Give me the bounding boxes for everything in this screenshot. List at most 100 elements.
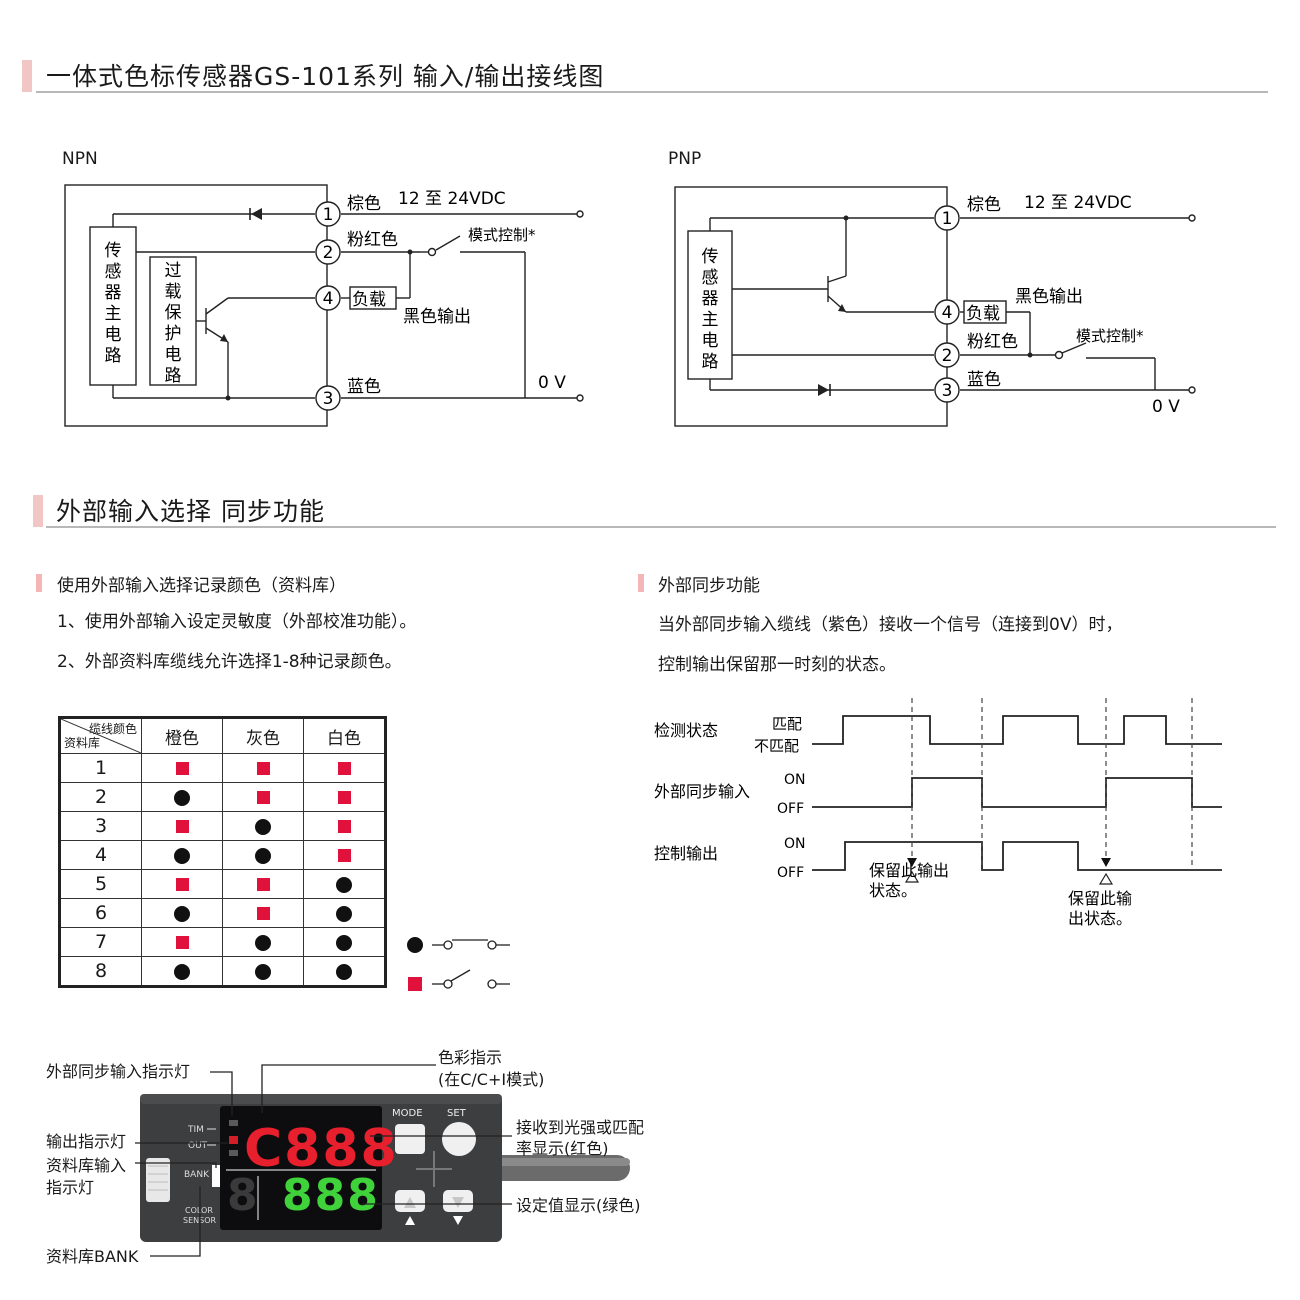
npn-blue: 蓝色: [347, 377, 381, 397]
bank-line2: 2、外部资料库缆线允许选择1-8种记录颜色。: [57, 652, 402, 672]
closed-marker: [255, 818, 271, 835]
npn-brown: 棕色: [347, 194, 381, 214]
callout-bank-btn: 资料库BANK: [46, 1247, 139, 1266]
timing-diagram: 检测状态 匹配 不匹配 外部同步输入 ON OFF 控制输出 ON OFF 保留…: [654, 698, 1222, 928]
row1-lo: 不匹配: [754, 737, 799, 755]
bank-number: 8: [59, 956, 142, 987]
row2-on: ON: [784, 772, 806, 788]
closed-marker: [336, 963, 352, 980]
npn-pink: 粉红色: [347, 230, 398, 250]
pnp-brown: 棕色: [967, 195, 1001, 215]
section2-rule: [46, 526, 1276, 528]
callout-ext-sync-led: 外部同步输入指示灯: [46, 1062, 190, 1081]
bank-heading: 使用外部输入选择记录颜色（资料库）: [57, 576, 346, 596]
npn-label: NPN: [62, 149, 98, 169]
device-illustration: C888 8 888 TIM OUT BANK COLOR SENSOR MOD…: [46, 1048, 644, 1266]
callout-color-ind-2: (在C/C+I模式): [438, 1070, 544, 1089]
bank-cell: [222, 869, 304, 899]
bank-number: 7: [59, 927, 142, 957]
bank-cell: [303, 869, 386, 899]
table-row: 4: [59, 840, 386, 870]
color-sensor-1: COLOR: [185, 1206, 213, 1215]
pnp-label: PNP: [668, 149, 702, 169]
bank-cell: [303, 782, 386, 812]
pnp-blue: 蓝色: [967, 370, 1001, 390]
npn-load: 负载: [352, 290, 386, 310]
callout-bank-led-2: 指示灯: [46, 1178, 94, 1197]
table-row: 3: [59, 811, 386, 841]
bank-cell: [303, 898, 386, 928]
open-marker: [175, 936, 189, 949]
npn-pin4: 4: [323, 289, 334, 309]
bank-number: 3: [59, 811, 142, 841]
sync-heading: 外部同步功能: [658, 576, 760, 596]
bank-cell: [222, 782, 304, 812]
mode-button: [395, 1124, 425, 1154]
npn-pin3: 3: [323, 389, 334, 409]
open-marker: [337, 820, 351, 833]
row3-off: OFF: [777, 865, 804, 881]
hold1-line1: 保留此输出: [869, 861, 949, 880]
closed-marker: [174, 789, 190, 806]
bank-cell: [222, 927, 304, 957]
open-marker: [175, 820, 189, 833]
bank-cell: [141, 869, 223, 899]
pnp-pink: 粉红色: [967, 332, 1018, 352]
npn-black-out: 黑色输出: [403, 307, 471, 327]
bank-cell: [222, 811, 304, 841]
out-label: OUT: [188, 1141, 208, 1151]
pnp-pin4: 4: [942, 303, 953, 323]
bank-cell: [141, 811, 223, 841]
closed-marker: [255, 963, 271, 980]
closed-marker: [336, 905, 352, 922]
bank-table-corner: 缆线颜色 资料库: [59, 717, 142, 754]
row3-on: ON: [784, 836, 806, 852]
closed-marker: [255, 934, 271, 951]
pnp-black-out: 黑色输出: [1015, 287, 1083, 307]
closed-marker: [174, 963, 190, 980]
npn-mode: 模式控制*: [468, 226, 536, 244]
bank-cell: [303, 927, 386, 957]
corner-bank: 资料库: [64, 736, 101, 750]
bank-cell: [303, 840, 386, 870]
bank-cell: [303, 811, 386, 841]
bank-cell: [303, 753, 386, 783]
npn-sensor-box: 传感器主电路: [105, 241, 122, 366]
corner-cable-color: 缆线颜色: [88, 722, 137, 736]
open-marker: [337, 849, 351, 862]
bank-label: BANK: [184, 1170, 210, 1180]
output-waveform: [812, 841, 1222, 871]
pnp-pin1: 1: [942, 209, 953, 229]
closed-marker: [336, 934, 352, 951]
open-marker: [256, 791, 270, 804]
legend-dot: [407, 937, 423, 953]
bank-cell: [141, 927, 223, 957]
section2-accent: [33, 495, 43, 527]
red-digits: C888: [244, 1119, 399, 1179]
bank-heading-accent: [36, 574, 42, 592]
pnp-zero-v: 0 V: [1152, 397, 1180, 417]
row1-hi: 匹配: [772, 715, 802, 733]
bank-cell: [222, 898, 304, 928]
npn-pin2: 2: [323, 243, 334, 263]
closed-marker: [336, 876, 352, 893]
open-marker: [175, 762, 189, 775]
sync-line2: 控制输出保留那一时刻的状态。: [658, 655, 896, 675]
col-white: 白色: [303, 717, 386, 754]
open-marker: [337, 791, 351, 804]
svg-text:8: 8: [227, 1170, 258, 1221]
closed-marker: [255, 847, 271, 864]
col-orange: 橙色: [141, 717, 223, 754]
pnp-supply: 12 至 24VDC: [1024, 193, 1132, 213]
section1-rule: [36, 91, 1268, 93]
bank-number: 6: [59, 898, 142, 928]
bank-cell: [222, 840, 304, 870]
npn-zero-v: 0 V: [538, 373, 566, 393]
row1-label: 检测状态: [654, 721, 718, 740]
npn-supply: 12 至 24VDC: [398, 189, 506, 209]
table-row: 5: [59, 869, 386, 899]
bank-number: 4: [59, 840, 142, 870]
row3-label: 控制输出: [654, 844, 718, 863]
table-row: 2: [59, 782, 386, 812]
table-row: 6: [59, 898, 386, 928]
